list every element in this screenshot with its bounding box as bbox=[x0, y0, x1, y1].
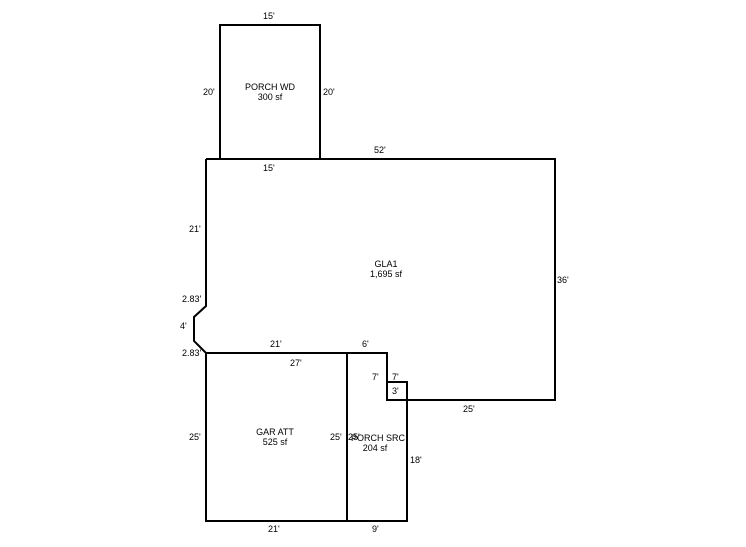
gla1-bottom-right-dim: 25' bbox=[463, 404, 475, 414]
gar-att-right-dim: 25' bbox=[330, 432, 342, 442]
gla1-notch-top-dim: 6' bbox=[362, 339, 369, 349]
porch-wd-area-value: 300 sf bbox=[258, 92, 283, 102]
gla1-notch-small-dim: 3' bbox=[392, 386, 399, 396]
gla1-area-value: 1,695 sf bbox=[370, 269, 403, 279]
porch-src-right-dim: 18' bbox=[410, 455, 422, 465]
porch-wd-area: PORCH WD 300 sf 15' 20' 20' 15' bbox=[203, 11, 335, 173]
gar-att-area: GAR ATT 525 sf 27' 25' 25' 21' bbox=[189, 352, 348, 534]
gla1-left-dim: 21' bbox=[189, 224, 201, 234]
porch-src-bottom-dim: 9' bbox=[372, 524, 379, 534]
gla1-bevel-top-dim: 2.83' bbox=[182, 294, 202, 304]
gla1-right-dim: 36' bbox=[557, 275, 569, 285]
gla1-bevel-side-dim: 4' bbox=[180, 321, 187, 331]
gla1-top-dim: 52' bbox=[374, 145, 386, 155]
porch-src-outline bbox=[347, 352, 408, 522]
porch-wd-top-dim: 15' bbox=[263, 11, 275, 21]
gar-att-top-dim: 27' bbox=[290, 358, 302, 368]
porch-wd-bottom-dim: 15' bbox=[263, 163, 275, 173]
porch-src-name: PORCH SRC bbox=[351, 433, 406, 443]
porch-wd-right-dim: 20' bbox=[323, 87, 335, 97]
porch-src-area-value: 204 sf bbox=[363, 443, 388, 453]
gar-att-outline bbox=[205, 352, 348, 522]
gar-att-name: GAR ATT bbox=[256, 427, 294, 437]
gla1-notch-right-dim: 7' bbox=[392, 372, 399, 382]
porch-wd-name: PORCH WD bbox=[245, 82, 295, 92]
porch-src-left-dim: 25' bbox=[348, 432, 360, 442]
gla1-name: GLA1 bbox=[374, 259, 397, 269]
gla1-notch-left-dim: 7' bbox=[372, 372, 379, 382]
gla1-bottom-left-dim: 21' bbox=[270, 339, 282, 349]
gar-att-bottom-dim: 21' bbox=[268, 524, 280, 534]
gar-att-area-value: 525 sf bbox=[263, 437, 288, 447]
gar-att-left-dim: 25' bbox=[189, 432, 201, 442]
porch-src-area: 25' PORCH SRC 204 sf 18' 9' bbox=[347, 352, 422, 534]
gla1-outline bbox=[193, 158, 556, 401]
porch-wd-left-dim: 20' bbox=[203, 87, 215, 97]
gla1-bevel-bottom-dim: 2.83' bbox=[182, 348, 202, 358]
gla1-area: GLA1 1,695 sf 52' 21' 36' 2.83' 4' 2.83'… bbox=[180, 145, 569, 414]
